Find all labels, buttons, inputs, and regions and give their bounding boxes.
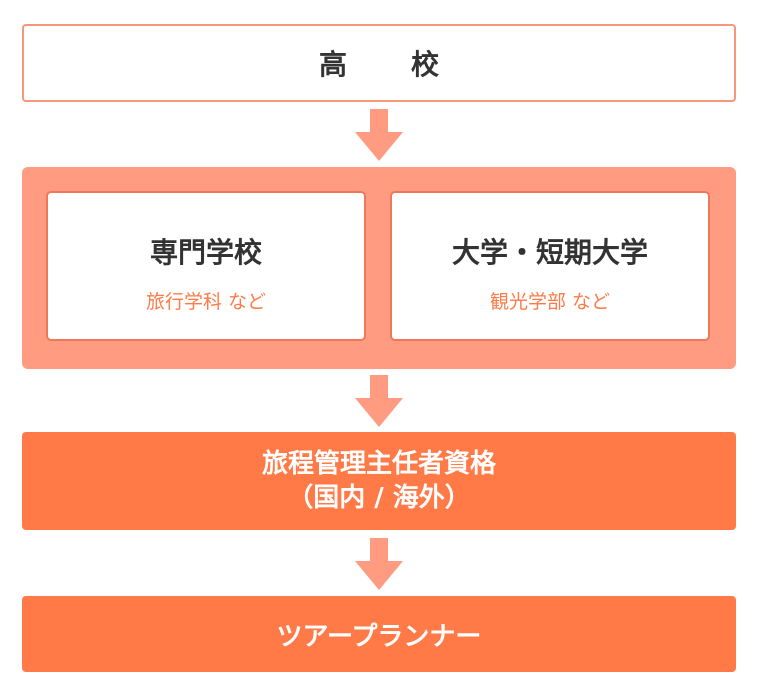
certification-title: 旅程管理主任者資格 [261,449,496,479]
arrow-down-icon [349,370,409,430]
vocational-school-title: 専門学校 [149,236,262,269]
vocational-school-card: 専門学校 旅行学科 など [46,191,366,341]
arrow-down-icon [349,533,409,593]
university-card: 大学・短期大学 観光学部 など [390,191,710,341]
tour-planner-box: ツアープランナー [22,596,736,672]
university-title: 大学・短期大学 [451,236,648,269]
certification-scope: （国内 / 海外） [287,483,471,513]
tour-planner-label: ツアープランナー [276,621,482,652]
education-group: 専門学校 旅行学科 など 大学・短期大学 観光学部 など [22,167,736,369]
university-subtitle: 観光学部 など [489,291,611,313]
arrow-down-icon [349,104,409,164]
vocational-school-subtitle: 旅行学科 など [145,291,267,313]
high-school-box: 高 校 [22,24,736,102]
high-school-label: 高 校 [318,48,457,81]
certification-box: 旅程管理主任者資格 （国内 / 海外） [22,432,736,530]
